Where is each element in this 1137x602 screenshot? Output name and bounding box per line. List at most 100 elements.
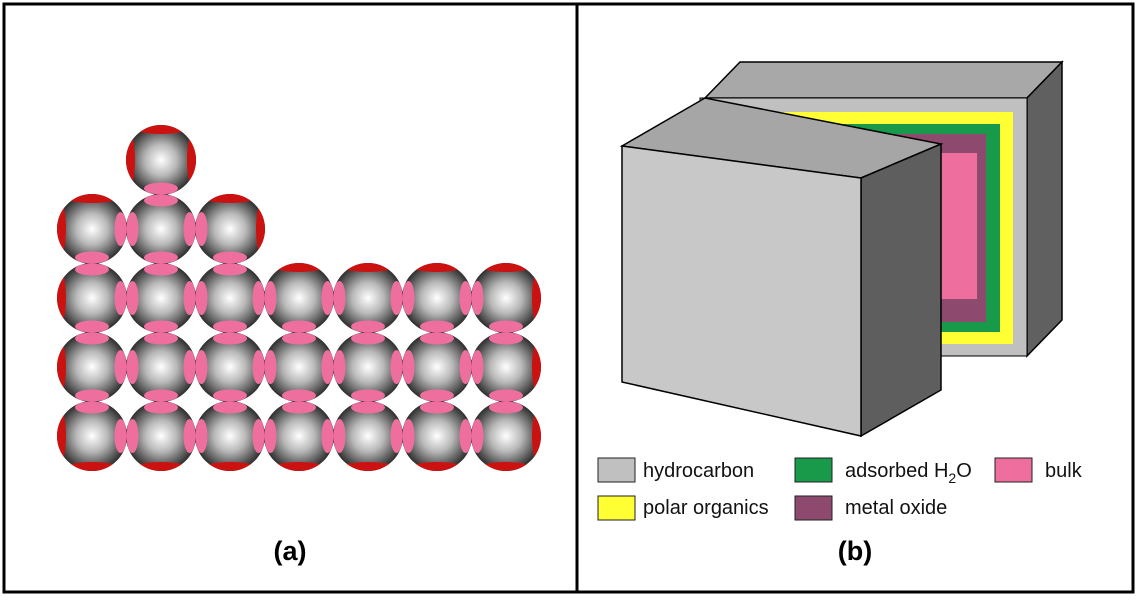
bond-horizontal: [459, 281, 472, 315]
atom-sphere: [57, 332, 127, 402]
bond-horizontal: [126, 281, 139, 315]
bond-horizontal: [390, 419, 403, 453]
back-box-side: [1026, 60, 1063, 358]
bond-horizontal: [183, 419, 196, 453]
bond-vertical: [213, 251, 247, 264]
legend-swatch-adsorbed-h2o: [794, 457, 833, 483]
bond-horizontal: [195, 212, 208, 246]
bond-vertical: [75, 251, 109, 264]
surface-cap-top: [209, 194, 251, 203]
atom-sphere: [57, 401, 127, 471]
bond-vertical: [351, 332, 385, 345]
bond-vertical: [213, 263, 247, 276]
surface-cap-left: [57, 208, 66, 250]
atom: [57, 263, 127, 333]
atom-sphere: [126, 125, 196, 195]
bond-horizontal: [402, 281, 415, 315]
bond-vertical: [351, 389, 385, 402]
bond-vertical: [75, 332, 109, 345]
atom-lattice: [56, 125, 541, 472]
bond-vertical: [144, 263, 178, 276]
bond-horizontal: [252, 419, 265, 453]
bond-vertical: [144, 194, 178, 207]
atom-sphere: [471, 263, 541, 333]
atom-sphere: [195, 194, 265, 264]
front-box-face: [621, 145, 862, 437]
surface-cap-left: [57, 277, 66, 319]
bond-vertical: [420, 401, 454, 414]
bond-horizontal: [252, 281, 265, 315]
atom: [333, 401, 403, 471]
bond-horizontal: [402, 350, 415, 384]
atom: [195, 332, 265, 402]
atom: [126, 194, 196, 264]
atom-sphere: [126, 332, 196, 402]
bond-vertical: [213, 320, 247, 333]
bond-horizontal: [459, 350, 472, 384]
surface-cap-top: [485, 263, 527, 272]
bond-horizontal: [126, 212, 139, 246]
legend-label-adsorbed-h2o: adsorbed H2O: [845, 460, 972, 486]
bond-horizontal: [114, 212, 127, 246]
surface-cap-bottom: [140, 462, 182, 471]
surface-cap-left: [126, 139, 135, 181]
bond-vertical: [351, 320, 385, 333]
surface-cap-right: [532, 346, 541, 388]
atom-sphere: [264, 263, 334, 333]
atom: [57, 332, 127, 402]
atom-sphere: [402, 332, 472, 402]
back-box-top: [703, 61, 1064, 99]
bond-vertical: [489, 332, 523, 345]
surface-cap-left: [57, 346, 66, 388]
bond-horizontal: [333, 419, 346, 453]
atom: [126, 125, 196, 195]
atom-sphere: [264, 401, 334, 471]
legend-label-polar-organics: polar organics: [643, 497, 769, 519]
atom: [264, 401, 334, 472]
bond-vertical: [213, 332, 247, 345]
bond-vertical: [282, 401, 316, 414]
bond-horizontal: [471, 350, 484, 384]
atom-sphere: [333, 401, 403, 471]
bond-vertical: [144, 389, 178, 402]
atom-sphere: [126, 263, 196, 333]
bond-vertical: [420, 332, 454, 345]
atom: [402, 401, 472, 471]
bond-vertical: [351, 401, 385, 414]
bond-horizontal: [195, 281, 208, 315]
bond-horizontal: [321, 281, 334, 315]
atom-sphere: [402, 401, 472, 471]
atom: [471, 401, 541, 471]
atom-sphere: [264, 332, 334, 402]
bond-vertical: [75, 401, 109, 414]
bond-vertical: [489, 320, 523, 333]
bond-vertical: [282, 389, 316, 402]
legend-swatch-bulk: [994, 457, 1033, 483]
atom-sphere: [126, 401, 196, 471]
atom-sphere: [57, 263, 127, 333]
atom-sphere: [195, 401, 265, 471]
bond-vertical: [144, 332, 178, 345]
bond-horizontal: [459, 419, 472, 453]
bond-horizontal: [183, 212, 196, 246]
atom: [195, 263, 265, 333]
bond-horizontal: [390, 350, 403, 384]
atom: [402, 263, 472, 333]
bond-vertical: [144, 320, 178, 333]
atom: [333, 332, 403, 402]
legend-label-metal-oxide: metal oxide: [845, 497, 947, 519]
bond-horizontal: [264, 419, 277, 453]
panel-b-label: (b): [838, 536, 872, 566]
atom: [195, 194, 265, 264]
bond-vertical: [489, 401, 523, 414]
surface-cap-top: [416, 263, 458, 272]
bond-horizontal: [321, 419, 334, 453]
atom: [402, 332, 472, 402]
bond-horizontal: [183, 281, 196, 315]
bond-horizontal: [114, 350, 127, 384]
bond-vertical: [282, 332, 316, 345]
front-box-side: [860, 142, 942, 438]
surface-cap-top: [278, 263, 320, 272]
surface-cap-right: [187, 139, 196, 181]
